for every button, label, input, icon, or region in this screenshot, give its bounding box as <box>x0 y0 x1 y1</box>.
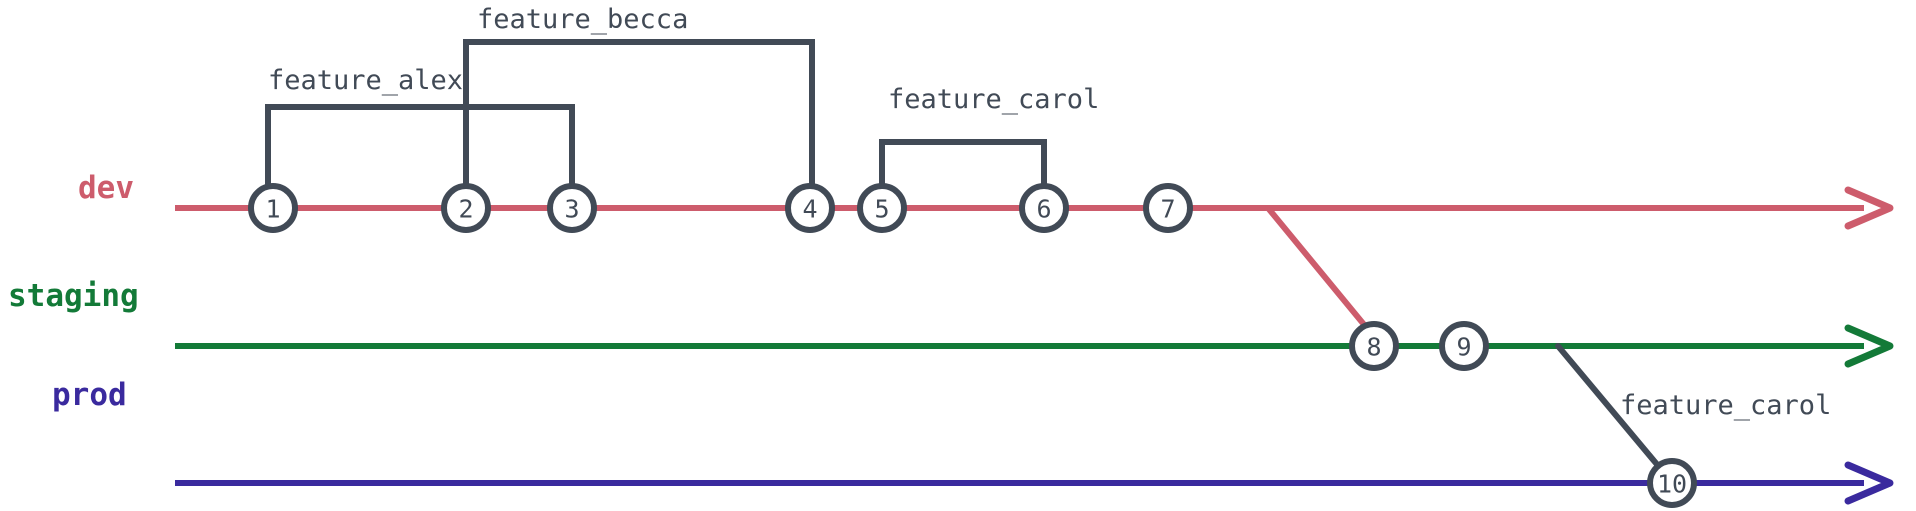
commit-node-6[interactable] <box>1019 183 1069 233</box>
commit-node-2[interactable] <box>441 183 491 233</box>
branch-label-staging: staging <box>8 278 139 314</box>
commit-node-5[interactable] <box>857 183 907 233</box>
branch-label-prod: prod <box>52 377 127 413</box>
commit-node-label-2: 2 <box>458 194 474 224</box>
branch-arrowhead-staging <box>1844 324 1894 368</box>
merge-edge-staging-to-prod-merge <box>1555 343 1663 471</box>
commit-node-10[interactable] <box>1647 458 1697 508</box>
commit-node-label-6: 6 <box>1036 194 1052 224</box>
feature-branch-label-feature_carol: feature_carol <box>888 84 1100 115</box>
commit-node-label-9: 9 <box>1456 332 1472 362</box>
commit-node-7[interactable] <box>1143 183 1193 233</box>
branch-arrowhead-dev <box>1844 186 1894 230</box>
commit-node-label-1: 1 <box>265 194 281 224</box>
feature-bracket-feature_becca <box>463 39 815 188</box>
commit-node-label-7: 7 <box>1160 194 1176 224</box>
commit-node-3[interactable] <box>547 183 597 233</box>
merge-edge-label-staging-to-prod-merge: feature_carol <box>1620 390 1832 421</box>
commit-node-label-5: 5 <box>874 194 890 224</box>
commit-node-label-3: 3 <box>564 194 580 224</box>
commit-node-label-10: 10 <box>1656 469 1688 499</box>
commit-node-1[interactable] <box>248 183 298 233</box>
commit-node-label-4: 4 <box>802 194 818 224</box>
commit-node-4[interactable] <box>785 183 835 233</box>
feature-branch-label-feature_becca: feature_becca <box>477 4 689 35</box>
commit-node-9[interactable] <box>1439 321 1489 371</box>
commit-node-label-8: 8 <box>1366 332 1382 362</box>
feature-bracket-feature_carol <box>879 139 1047 188</box>
branch-label-dev: dev <box>78 170 134 206</box>
branch-arrowhead-prod <box>1844 461 1894 505</box>
commit-node-8[interactable] <box>1349 321 1399 371</box>
branch-line-staging <box>175 324 1894 368</box>
feature-bracket-feature_alex <box>265 104 575 188</box>
branch-line-prod <box>175 461 1894 505</box>
merge-edge-dev-to-staging-merge <box>1265 205 1369 330</box>
feature-branch-label-feature_alex: feature_alex <box>268 65 464 96</box>
